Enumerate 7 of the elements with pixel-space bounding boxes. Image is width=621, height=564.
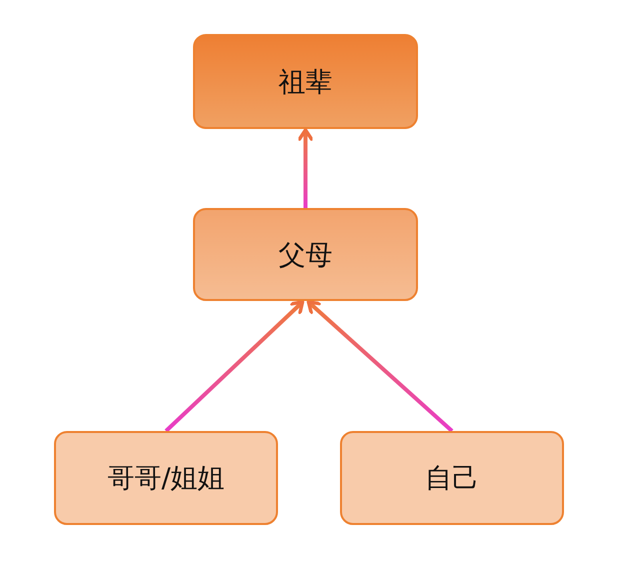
arrow xyxy=(306,300,454,432)
process-box: 自己 xyxy=(340,431,564,525)
process-box: 祖辈 xyxy=(193,34,418,129)
process-box: 父母 xyxy=(193,208,418,301)
arrow xyxy=(298,128,314,208)
arrow xyxy=(164,300,304,432)
process-box: 哥哥/姐姐 xyxy=(54,431,278,525)
